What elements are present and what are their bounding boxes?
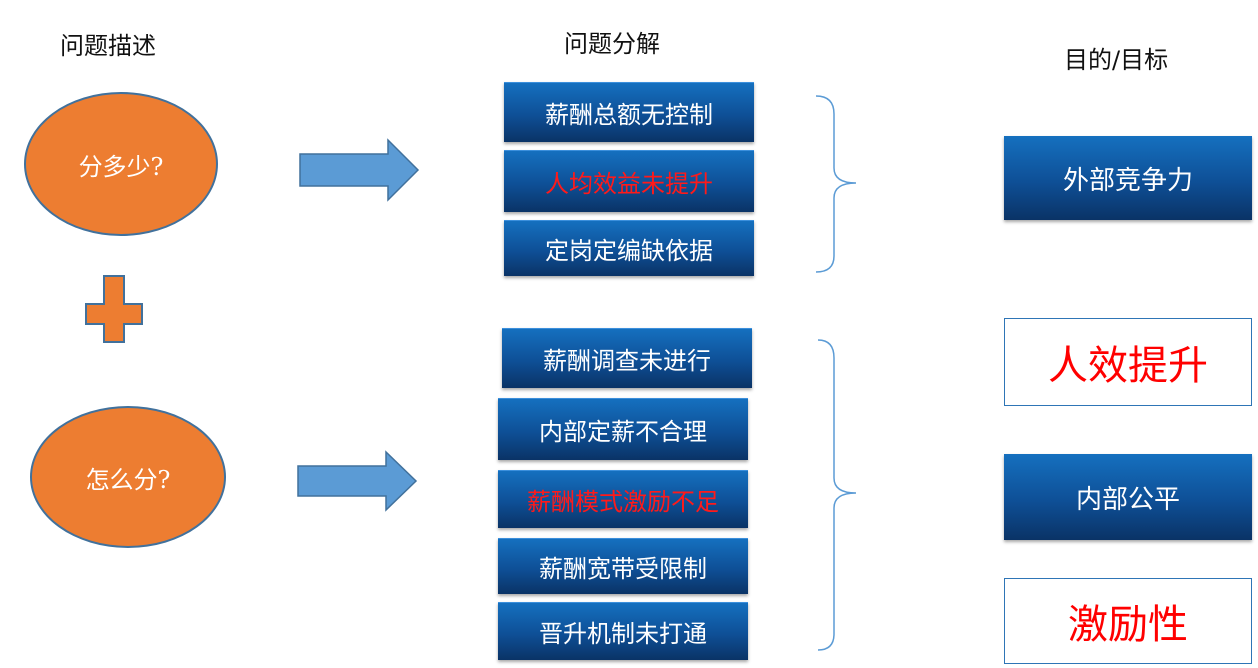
issue-box-internal-pay: 内部定薪不合理	[498, 398, 748, 460]
goal-efficiency-improvement: 人效提升	[1004, 318, 1252, 406]
right-brace-upper	[815, 95, 857, 273]
issue-label: 人均效益未提升	[545, 170, 713, 198]
goal-internal-fairness: 内部公平	[1004, 454, 1252, 540]
issue-label: 薪酬宽带受限制	[539, 555, 707, 583]
goal-label: 内部公平	[1075, 484, 1180, 515]
goal-motivation: 激励性	[1004, 578, 1252, 664]
issue-label: 晋升机制未打通	[539, 620, 707, 648]
issue-label: 内部定薪不合理	[539, 418, 707, 446]
heading-problem-description: 问题描述	[60, 32, 156, 60]
plus-icon	[85, 275, 143, 343]
issue-box-incentive-model: 薪酬模式激励不足	[498, 470, 748, 528]
issue-label: 薪酬调查未进行	[543, 347, 711, 375]
question-how-much-label: 分多少?	[78, 152, 164, 181]
issue-box-staffing-basis: 定岗定编缺依据	[504, 220, 754, 276]
goal-label: 人效提升	[1048, 343, 1208, 389]
issue-box-per-capita-benefit: 人均效益未提升	[504, 150, 754, 212]
heading-problem-decomposition: 问题分解	[564, 30, 660, 58]
heading-goal: 目的/目标	[1064, 46, 1169, 74]
goal-external-competitiveness: 外部竞争力	[1004, 136, 1252, 220]
question-how-split-label: 怎么分?	[85, 465, 171, 494]
issue-label: 薪酬总额无控制	[545, 101, 713, 129]
issue-label: 薪酬模式激励不足	[527, 488, 719, 516]
issue-label: 定岗定编缺依据	[545, 237, 713, 265]
right-brace-lower	[817, 339, 857, 651]
issue-box-salary-survey: 薪酬调查未进行	[502, 328, 752, 388]
issue-box-promotion-mechanism: 晋升机制未打通	[498, 602, 748, 660]
issue-box-total-salary-uncontrolled: 薪酬总额无控制	[504, 82, 754, 142]
question-oval-how-split: 怎么分?	[30, 406, 226, 548]
goal-label: 外部竞争力	[1062, 165, 1193, 196]
question-oval-how-much: 分多少?	[24, 92, 218, 236]
arrow-right-icon	[299, 138, 420, 202]
goal-label: 激励性	[1068, 602, 1188, 648]
arrow-right-icon	[297, 450, 418, 512]
issue-box-salary-band: 薪酬宽带受限制	[498, 538, 748, 594]
